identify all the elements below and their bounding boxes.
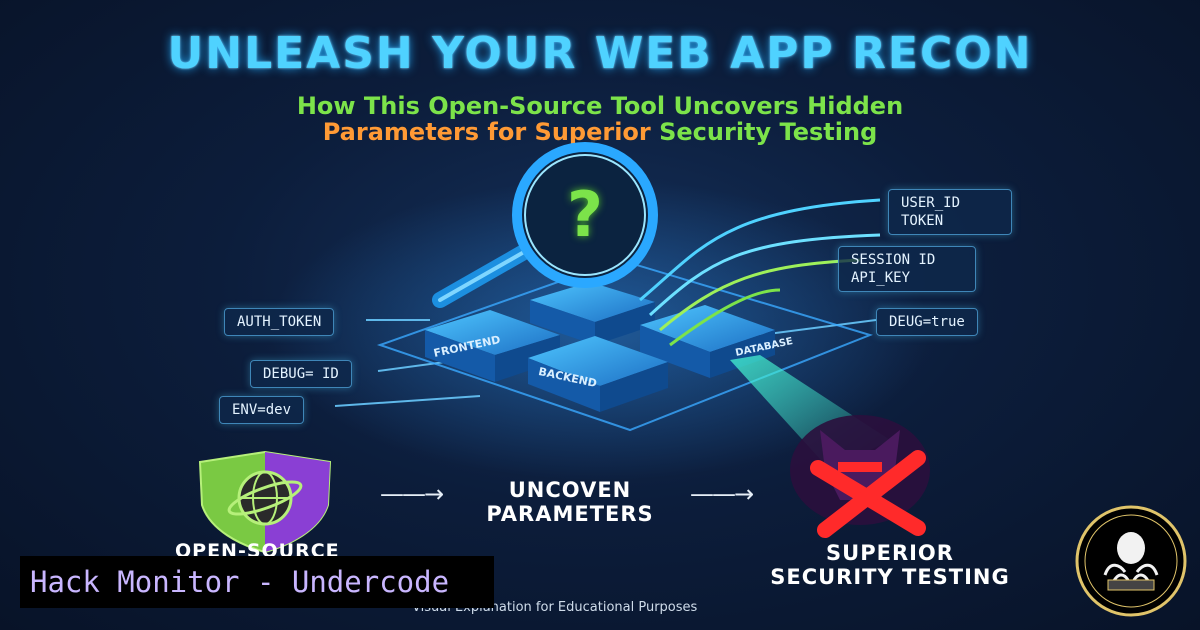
platform-outline: [376, 258, 874, 432]
param-debug-id: DEBUG= ID: [250, 360, 352, 388]
param-user-id: USER_ID: [901, 195, 961, 211]
block-top: [530, 282, 655, 345]
flow-arrow-2: ——→: [690, 480, 754, 508]
flow-middle-label: UNCOVEN PARAMETERS: [470, 478, 670, 526]
octopus-badge-icon: [1075, 505, 1187, 617]
param-token: TOKEN: [901, 213, 944, 229]
subtitle-line-2: Parameters for Superior Security Testing: [0, 118, 1200, 146]
flow-result-label: SUPERIOR SECURITY TESTING: [740, 541, 1040, 589]
param-env: ENV=dev: [219, 396, 305, 424]
param-api-key: API_KEY: [851, 270, 911, 286]
param-auth-token: AUTH_TOKEN: [224, 308, 335, 336]
block-backend: [528, 336, 668, 412]
flow-result-line-2: SECURITY TESTING: [770, 565, 1010, 589]
flow-arrow-1: ——→: [380, 480, 444, 508]
flow-middle-line-1: UNCOVEN: [508, 478, 632, 502]
cross-icon: [810, 450, 926, 538]
connector-env: [334, 395, 481, 407]
param-debug-true: DEUG=true: [876, 308, 978, 336]
shield-globe-icon: [198, 450, 332, 554]
flow-middle-line-2: PARAMETERS: [486, 502, 654, 526]
subtitle-line-2-part-2: Security Testing: [650, 118, 878, 146]
data-streams: [639, 198, 881, 347]
param-session-api: SESSION ID API_KEY: [838, 246, 976, 292]
connector-debug-true: [759, 319, 877, 336]
param-session-id: SESSION ID: [851, 252, 936, 268]
flow-result-line-1: SUPERIOR: [826, 541, 954, 565]
magnifier-icon: [432, 142, 658, 308]
page-title: UNLEASH YOUR WEB APP RECON: [167, 28, 1033, 79]
magnifier-question-mark: ?: [567, 178, 603, 251]
brand-banner: Hack Monitor - Undercode: [20, 556, 494, 608]
block-frontend: [425, 310, 560, 382]
param-user-token: USER_ID TOKEN: [888, 189, 1012, 235]
subtitle-line-2-part-1: Parameters for Superior: [322, 118, 651, 146]
subtitle-line-1: How This Open-Source Tool Uncovers Hidde…: [296, 92, 904, 120]
block-database: [640, 305, 775, 378]
